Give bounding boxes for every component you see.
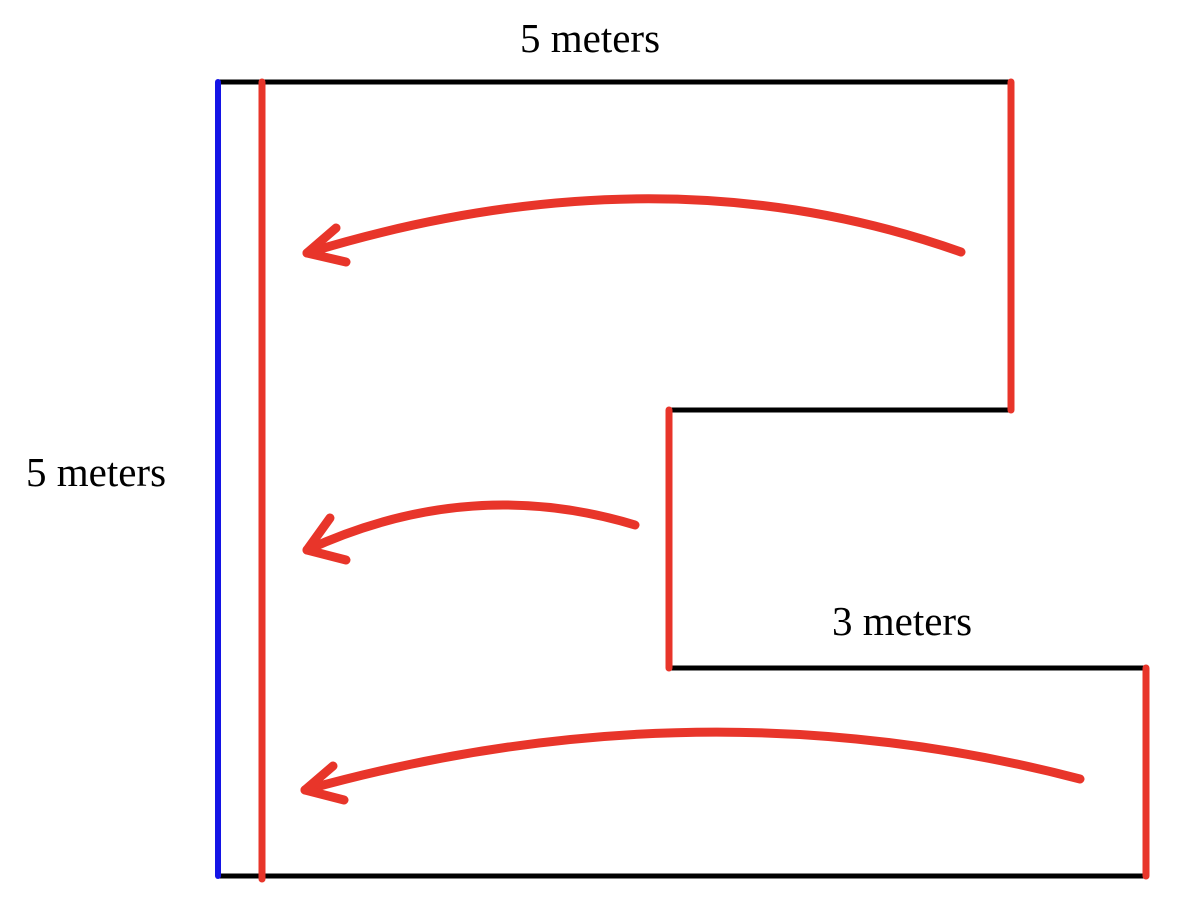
- vertical-highlights: [258, 78, 1150, 883]
- arrow-bottom: [300, 727, 1085, 805]
- left-height-label: 5 meters: [26, 449, 167, 495]
- shape-outline: [215, 79, 1149, 879]
- arrow-top-head: [302, 223, 351, 267]
- arrow-top-curve: [302, 194, 966, 258]
- arrow-bottom-curve: [300, 727, 1085, 795]
- arrow-middle-curve: [302, 500, 640, 555]
- arrow-middle: [302, 500, 640, 565]
- step-width-label: 3 meters: [832, 598, 973, 644]
- arrow-top: [302, 194, 966, 267]
- rotation-arrows: [300, 194, 1085, 805]
- arrow-bottom-head: [300, 761, 349, 805]
- arrow-middle-head: [302, 513, 351, 565]
- top-width-label: 5 meters: [520, 15, 661, 61]
